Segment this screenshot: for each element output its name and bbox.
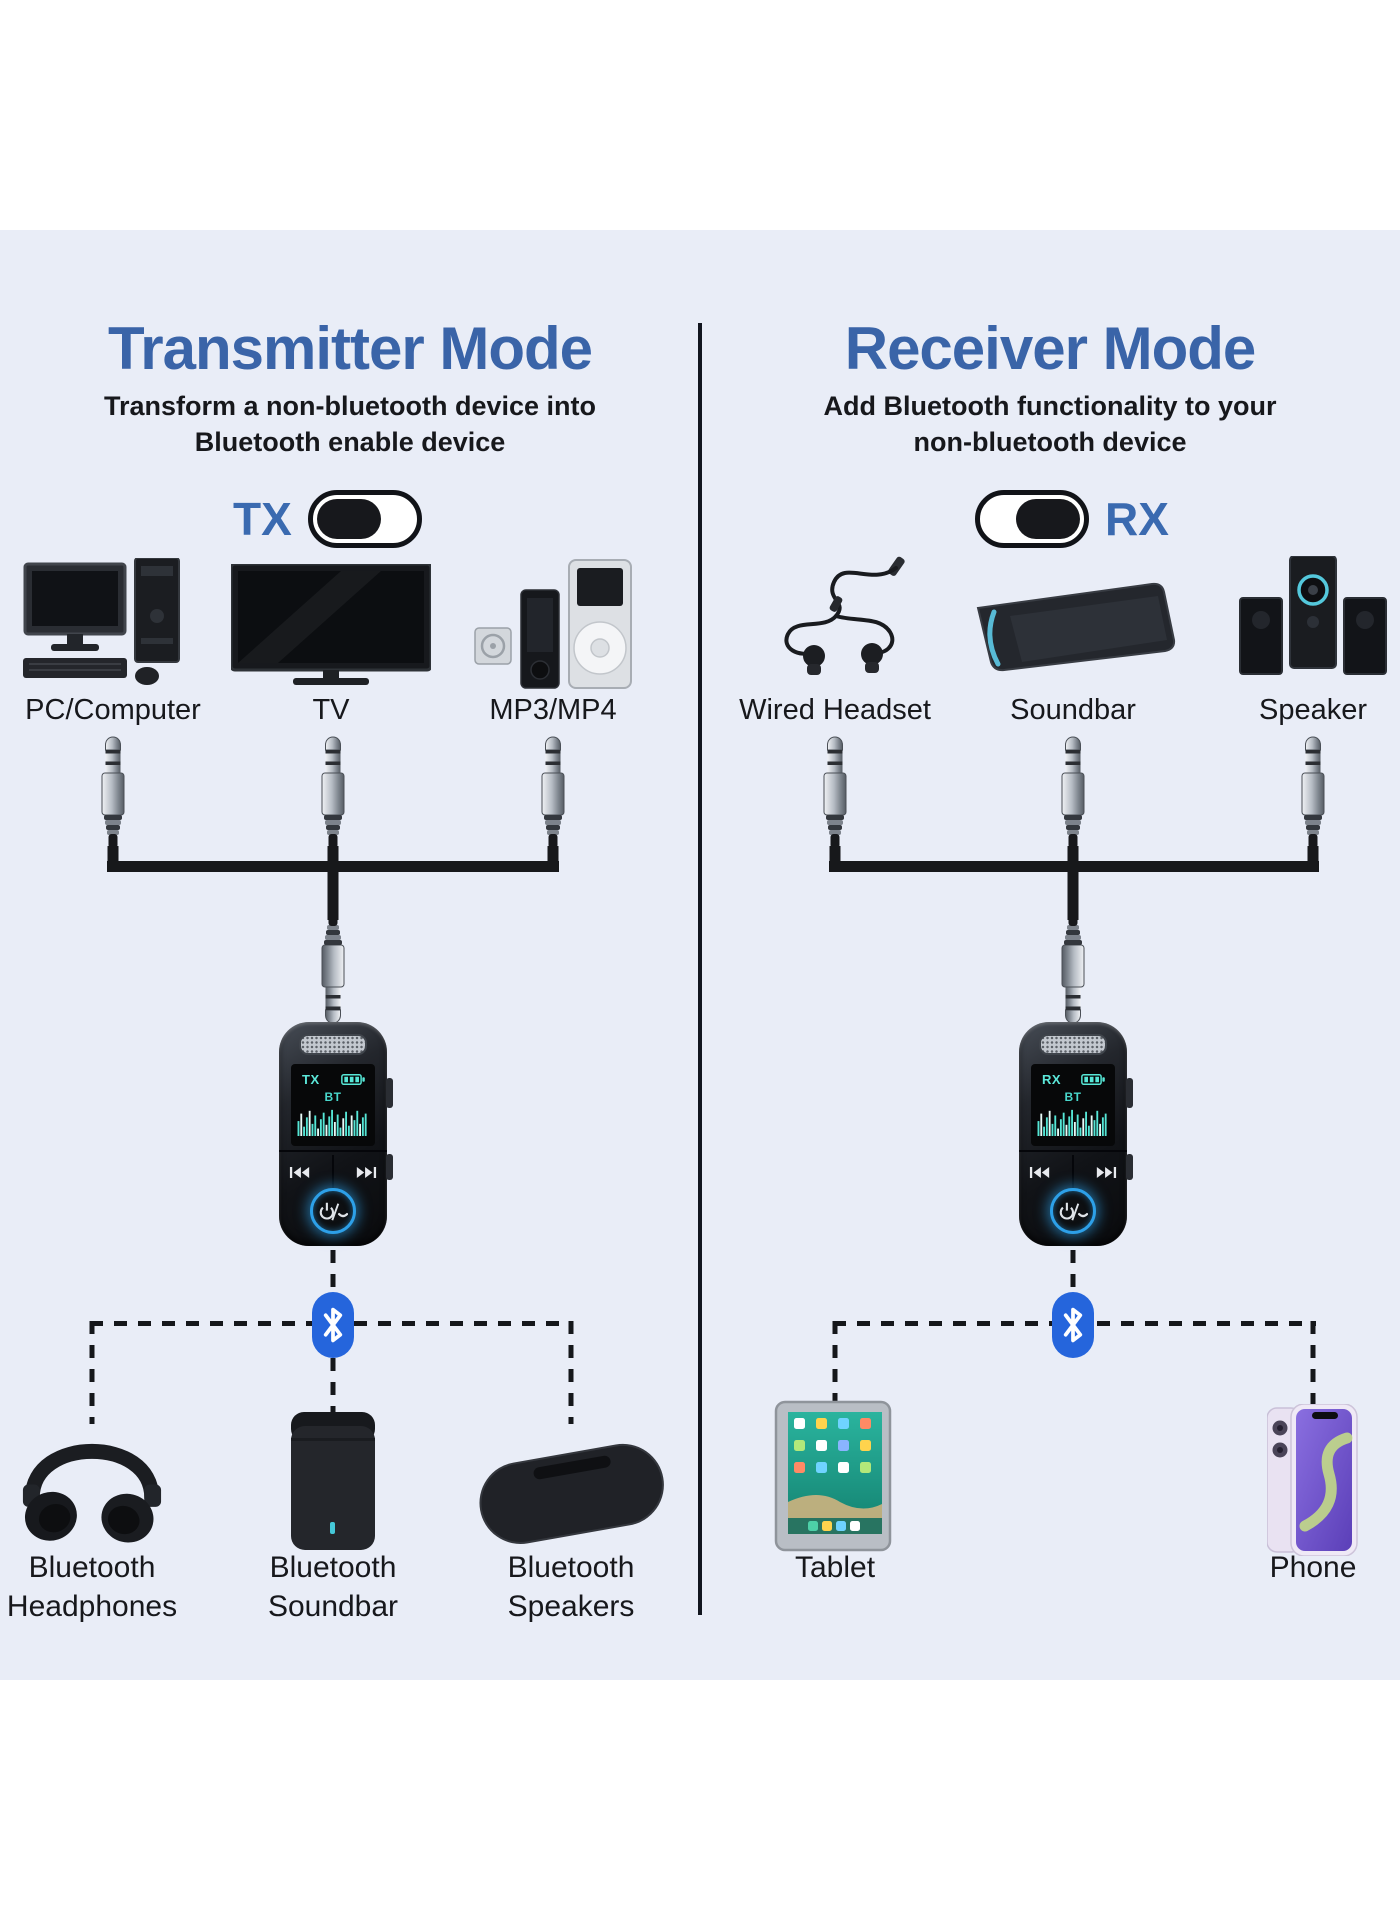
- tx-toggle-knob: [316, 499, 381, 539]
- side-button: [1126, 1078, 1133, 1108]
- button-separator: [1071, 1155, 1074, 1189]
- receiver-subtitle: Add Bluetooth functionality to your non-…: [700, 388, 1400, 460]
- tablet-icon: [774, 1400, 896, 1552]
- next-track-button[interactable]: [1095, 1165, 1117, 1180]
- previous-track-button[interactable]: [1029, 1165, 1051, 1180]
- aux-cable: [327, 846, 339, 872]
- bluetooth-link-dash: [568, 1321, 574, 1424]
- battery-icon: [341, 1074, 365, 1085]
- bt-adapter-transmitter: TX BT: [279, 1022, 393, 1246]
- speaker-system-icon: [1228, 556, 1398, 690]
- battery-icon: [1081, 1074, 1105, 1085]
- power-phone-icon: [1058, 1201, 1088, 1222]
- bluetooth-icon: [312, 1292, 354, 1358]
- transmitter-subtitle: Transform a non-bluetooth device into Bl…: [0, 388, 700, 460]
- mp3-mp4-label: MP3/MP4: [489, 694, 617, 726]
- aux-jack-icon: [1055, 912, 1091, 1024]
- side-button: [386, 1078, 393, 1108]
- bluetooth-link-dash: [832, 1321, 838, 1424]
- bt-adapter-receiver: RX BT: [1019, 1022, 1133, 1246]
- receiver-subtitle-line2: non-bluetooth device: [913, 427, 1187, 457]
- tablet-label: Tablet: [794, 1551, 876, 1584]
- bluetooth-speakers-label: Bluetooth Speakers: [507, 1551, 635, 1623]
- aux-cable: [107, 846, 119, 872]
- rx-toggle-knob: [1016, 499, 1080, 539]
- aux-jack-icon: [315, 736, 351, 848]
- aux-jack-icon: [315, 912, 351, 1024]
- soundbar-icon: [968, 578, 1178, 674]
- rx-mode-toggle[interactable]: [975, 490, 1089, 548]
- mic-grille: [1039, 1034, 1107, 1055]
- power-button[interactable]: [1050, 1188, 1096, 1234]
- audio-spectrum: [297, 1108, 369, 1136]
- transmitter-title: Transmitter Mode: [107, 315, 593, 382]
- audio-spectrum: [1037, 1108, 1109, 1136]
- aux-cable: [327, 866, 339, 920]
- tx-toggle-row: TX: [233, 490, 422, 548]
- pc-computer-label: PC/Computer: [25, 694, 201, 726]
- tv-icon: [231, 564, 431, 690]
- tx-label: TX: [233, 493, 292, 545]
- phone-label: Phone: [1269, 1551, 1357, 1584]
- bluetooth-headphones-icon: [8, 1408, 176, 1548]
- power-button[interactable]: [310, 1188, 356, 1234]
- tv-label: TV: [312, 694, 350, 726]
- bluetooth-link-dash: [89, 1321, 95, 1424]
- aux-cable: [547, 846, 559, 872]
- bluetooth-link-dash: [1070, 1250, 1076, 1294]
- adapter-screen: TX BT: [291, 1064, 375, 1146]
- aux-jack-icon: [1295, 736, 1331, 848]
- tx-mode-toggle[interactable]: [307, 490, 422, 548]
- speaker-label: Speaker: [1258, 694, 1368, 726]
- bluetooth-link-dash: [1310, 1321, 1316, 1424]
- rx-toggle-row: RX: [975, 490, 1169, 548]
- bluetooth-rune-icon: [320, 1302, 346, 1348]
- aux-cable: [1067, 846, 1079, 872]
- bluetooth-link-dash: [330, 1250, 336, 1294]
- soundbar-label: Soundbar: [1010, 694, 1136, 726]
- mic-grille: [299, 1034, 367, 1055]
- wired-headset-icon: [740, 556, 930, 690]
- bluetooth-rune-icon: [1060, 1302, 1086, 1348]
- bluetooth-soundbar-label: Bluetooth Soundbar: [267, 1551, 399, 1623]
- aux-jack-icon: [95, 736, 131, 848]
- wired-headset-label: Wired Headset: [739, 694, 931, 726]
- aux-jack-icon: [817, 736, 853, 848]
- screen-mode-text: RX: [1042, 1072, 1062, 1087]
- previous-track-button[interactable]: [289, 1165, 311, 1180]
- bluetooth-speakers-icon: [471, 1430, 671, 1550]
- aux-cable: [1067, 866, 1079, 920]
- side-button: [1126, 1154, 1133, 1180]
- button-separator: [331, 1155, 334, 1189]
- aux-jack-icon: [1055, 736, 1091, 848]
- transmitter-subtitle-line2: Bluetooth enable device: [194, 427, 506, 457]
- mp3-mp4-icon: [473, 556, 633, 690]
- receiver-subtitle-line1: Add Bluetooth functionality to your: [823, 391, 1277, 421]
- side-button: [386, 1154, 393, 1180]
- pc-computer-icon: [23, 558, 203, 690]
- screen-mode-text: TX: [302, 1072, 320, 1087]
- bluetooth-icon: [1052, 1292, 1094, 1358]
- adapter-screen: RX BT: [1031, 1064, 1115, 1146]
- bluetooth-link-dash: [330, 1358, 336, 1424]
- aux-jack-icon: [535, 736, 571, 848]
- power-phone-icon: [318, 1201, 348, 1222]
- phone-icon: [1267, 1404, 1359, 1556]
- receiver-title: Receiver Mode: [844, 315, 1257, 382]
- aux-cable: [1307, 846, 1319, 872]
- next-track-button[interactable]: [355, 1165, 377, 1180]
- bluetooth-soundbar-icon: [283, 1412, 383, 1552]
- panel-divider: [698, 323, 702, 1615]
- screen-bt-text: BT: [1064, 1090, 1082, 1104]
- screen-bt-text: BT: [324, 1090, 342, 1104]
- rx-label: RX: [1105, 493, 1169, 545]
- adapter-button-row: [1019, 1150, 1127, 1192]
- bluetooth-headphones-label: Bluetooth Headphones: [6, 1551, 178, 1623]
- aux-cable: [829, 846, 841, 872]
- adapter-button-row: [279, 1150, 387, 1192]
- transmitter-subtitle-line1: Transform a non-bluetooth device into: [103, 391, 597, 421]
